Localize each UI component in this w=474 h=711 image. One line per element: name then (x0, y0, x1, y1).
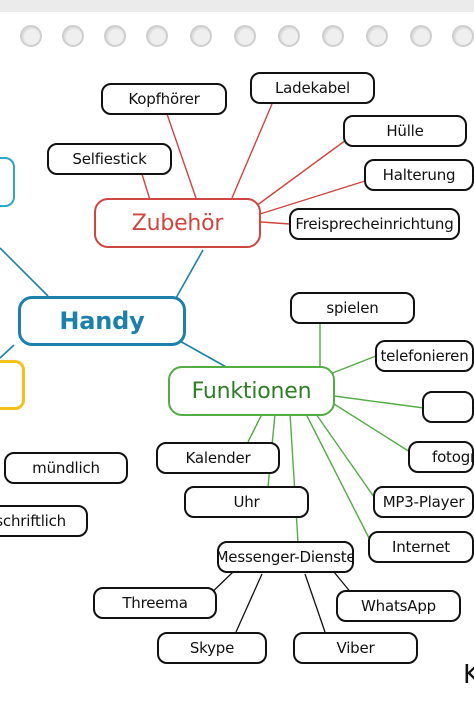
binder-hole (322, 25, 344, 47)
node-selfiestick: Selfiestick (47, 143, 172, 175)
node-halterung: Halterung (364, 159, 474, 191)
link-funktionen-kalender (247, 413, 263, 443)
binder-hole (20, 25, 42, 47)
link-handy-zubehoer (175, 249, 204, 299)
node-fotografieren: fotogra (408, 441, 474, 473)
link-funktionen-messenger (289, 413, 299, 543)
corner-letter-partial: K (463, 660, 474, 690)
binder-hole (278, 25, 300, 47)
binder-hole (234, 25, 256, 47)
node-huelle: Hülle (343, 115, 467, 147)
node-kalender: Kalender (156, 442, 280, 474)
binder-hole (104, 25, 126, 47)
link-zubehoer-freisprecheinrichtung (260, 221, 291, 225)
link-funktionen-mp3-player (315, 413, 375, 498)
link-zubehoer-ladekabel (231, 103, 273, 199)
hub-node-zubehoer: Zubehör (94, 198, 261, 248)
node-partial-offscreen (422, 391, 474, 423)
link-handy-teal-branch (0, 247, 49, 297)
hub-node-handy: Handy (18, 296, 186, 346)
node-skype: Skype (157, 632, 267, 664)
link-messenger-skype (235, 573, 263, 633)
node-spielen: spielen (290, 292, 415, 324)
link-zubehoer-huelle (255, 139, 347, 207)
binder-hole (190, 25, 212, 47)
binder-hole (146, 25, 168, 47)
link-funktionen-fotografieren (333, 403, 411, 453)
node-telefonieren: telefonieren (375, 340, 474, 372)
paper-top-strip (0, 0, 474, 12)
link-funktionen-partial-node (333, 395, 425, 409)
link-zubehoer-halterung (259, 180, 366, 215)
binder-hole (452, 25, 474, 47)
node-ladekabel: Ladekabel (250, 72, 375, 104)
node-messenger-dienste: Messenger-Dienste (217, 541, 354, 573)
binder-hole (410, 25, 432, 47)
link-handy-yellow-branch (0, 344, 15, 359)
node-threema: Threema (93, 587, 217, 619)
link-funktionen-internet (305, 413, 371, 541)
link-funktionen-telefonieren (329, 355, 377, 375)
node-kopfhoerer: Kopfhörer (101, 83, 227, 115)
node-internet: Internet (368, 531, 474, 563)
binder-hole (366, 25, 388, 47)
node-viber: Viber (293, 632, 418, 664)
node-teal-branch-partial (0, 157, 15, 207)
link-handy-funktionen (177, 339, 229, 369)
node-whatsapp: WhatsApp (336, 590, 461, 622)
node-yellow-branch-partial (0, 360, 25, 410)
node-muendlich: mündlich (4, 452, 128, 484)
hub-node-funktionen: Funktionen (168, 366, 335, 416)
link-zubehoer-selfiestick (141, 173, 151, 201)
binder-hole (62, 25, 84, 47)
node-mp3-player: MP3-Player (373, 486, 474, 518)
node-freisprecheinrichtung: Freisprecheinrichtung (289, 208, 460, 240)
link-messenger-viber (304, 573, 326, 633)
link-zubehoer-kopfhoerer (166, 113, 197, 199)
node-schriftlich: schriftlich (0, 505, 88, 537)
node-uhr: Uhr (184, 486, 309, 518)
